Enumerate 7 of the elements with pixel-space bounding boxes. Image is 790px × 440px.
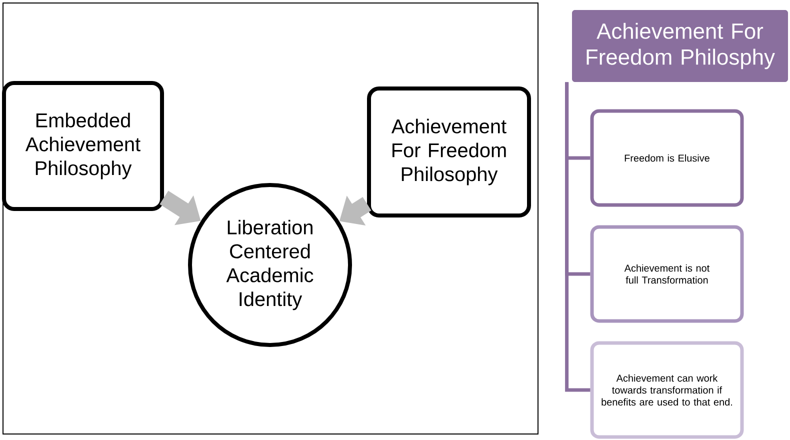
point-box: Achievement is not full Transformation	[590, 225, 744, 323]
point-box: Achievement can work towards transformation if benefits are used to that end.	[590, 341, 744, 439]
header-box: Achievement For Freedom Philosphy	[572, 10, 788, 82]
connector-line	[565, 82, 590, 392]
concept-box: Achievement For Freedom Philosophy	[367, 86, 531, 218]
concept-box: Embedded Achievement Philosophy	[2, 81, 164, 211]
point-box: Freedom is Elusive	[590, 109, 744, 207]
